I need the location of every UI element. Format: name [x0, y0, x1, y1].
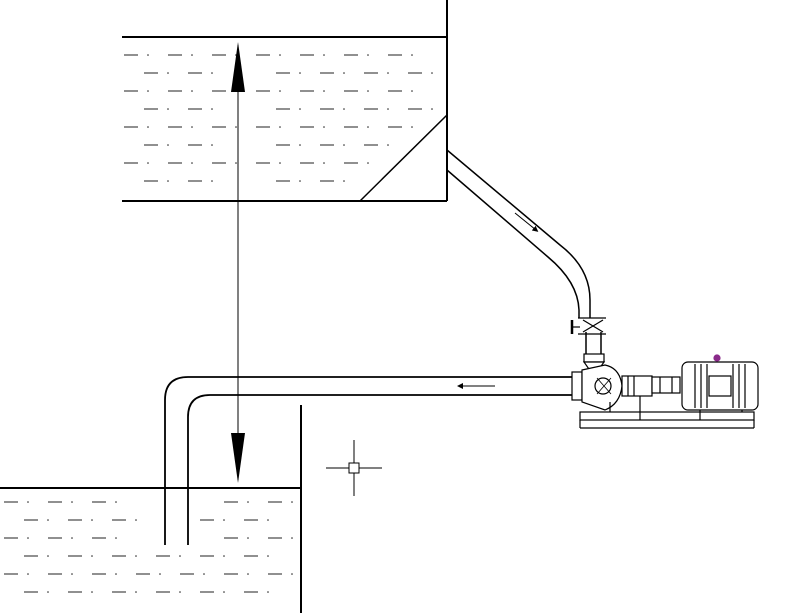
water-dot	[167, 144, 169, 146]
water-dot	[135, 591, 137, 593]
water-dot	[323, 162, 325, 164]
water-dot	[71, 573, 73, 575]
water-dot	[411, 54, 413, 56]
water-dot	[223, 519, 225, 521]
water-dot	[343, 72, 345, 74]
water-dot	[211, 108, 213, 110]
water-dot	[343, 144, 345, 146]
water-dot	[343, 108, 345, 110]
water-dot	[147, 54, 149, 56]
water-dot	[367, 90, 369, 92]
water-dot	[47, 519, 49, 521]
water-dot	[135, 519, 137, 521]
water-dot	[431, 72, 433, 74]
water-dot	[343, 180, 345, 182]
water-dot	[115, 501, 117, 503]
suction-pipe	[164, 376, 572, 545]
water-dot	[71, 501, 73, 503]
water-dot	[323, 54, 325, 56]
water-dot	[247, 573, 249, 575]
water-dot	[367, 126, 369, 128]
water-dot	[279, 54, 281, 56]
water-dot	[279, 126, 281, 128]
water-dot	[323, 126, 325, 128]
water-dot	[147, 162, 149, 164]
electric-motor	[681, 354, 759, 414]
water-dot	[291, 573, 293, 575]
water-dot	[223, 555, 225, 557]
water-dot	[179, 555, 181, 557]
upper-tank-water-hatching	[124, 54, 433, 182]
base-frame	[579, 411, 755, 429]
water-dot	[203, 573, 205, 575]
water-dot	[167, 108, 169, 110]
water-dot	[431, 108, 433, 110]
water-dot	[179, 591, 181, 593]
discharge-flow-arrow-icon	[514, 212, 539, 232]
water-dot	[299, 108, 301, 110]
water-dot	[267, 519, 269, 521]
water-dot	[279, 162, 281, 164]
motor-terminal-icon	[713, 354, 721, 362]
water-dot	[235, 126, 237, 128]
water-dot	[91, 519, 93, 521]
water-dot	[211, 72, 213, 74]
water-dot	[91, 591, 93, 593]
water-dot	[191, 162, 193, 164]
water-dot	[147, 126, 149, 128]
head-dimension-line	[231, 42, 245, 483]
water-dot	[191, 54, 193, 56]
water-dot	[211, 144, 213, 146]
water-dot	[223, 591, 225, 593]
water-dot	[387, 72, 389, 74]
water-dot	[211, 180, 213, 182]
water-dot	[323, 90, 325, 92]
water-dot	[247, 501, 249, 503]
water-dot	[135, 555, 137, 557]
water-dot	[167, 180, 169, 182]
water-dot	[147, 90, 149, 92]
water-dot	[267, 591, 269, 593]
water-dot	[367, 54, 369, 56]
water-dot	[299, 180, 301, 182]
lower-tank	[0, 405, 302, 613]
water-dot	[299, 72, 301, 74]
upper-tank	[122, 0, 448, 202]
water-dot	[291, 537, 293, 539]
water-dot	[47, 555, 49, 557]
water-dot	[291, 501, 293, 503]
water-dot	[191, 90, 193, 92]
water-dot	[387, 108, 389, 110]
water-dot	[71, 537, 73, 539]
water-dot	[27, 501, 29, 503]
water-dot	[267, 555, 269, 557]
water-dot	[299, 144, 301, 146]
water-dot	[167, 72, 169, 74]
discharge-pipe	[446, 149, 602, 356]
water-dot	[27, 537, 29, 539]
centrifugal-pump	[571, 364, 681, 412]
water-dot	[27, 573, 29, 575]
cad-crosshair-icon	[326, 440, 382, 496]
water-dot	[115, 537, 117, 539]
water-dot	[47, 591, 49, 593]
water-dot	[191, 126, 193, 128]
water-dot	[279, 90, 281, 92]
water-dot	[159, 573, 161, 575]
water-dot	[411, 90, 413, 92]
water-dot	[411, 126, 413, 128]
water-dot	[367, 162, 369, 164]
water-dot	[387, 144, 389, 146]
dimension-arrow-up-icon	[231, 42, 245, 92]
water-dot	[247, 537, 249, 539]
dimension-arrow-down-icon	[231, 433, 245, 483]
lower-tank-water-hatching	[4, 501, 293, 593]
water-dot	[115, 573, 117, 575]
water-dot	[235, 162, 237, 164]
water-dot	[91, 555, 93, 557]
